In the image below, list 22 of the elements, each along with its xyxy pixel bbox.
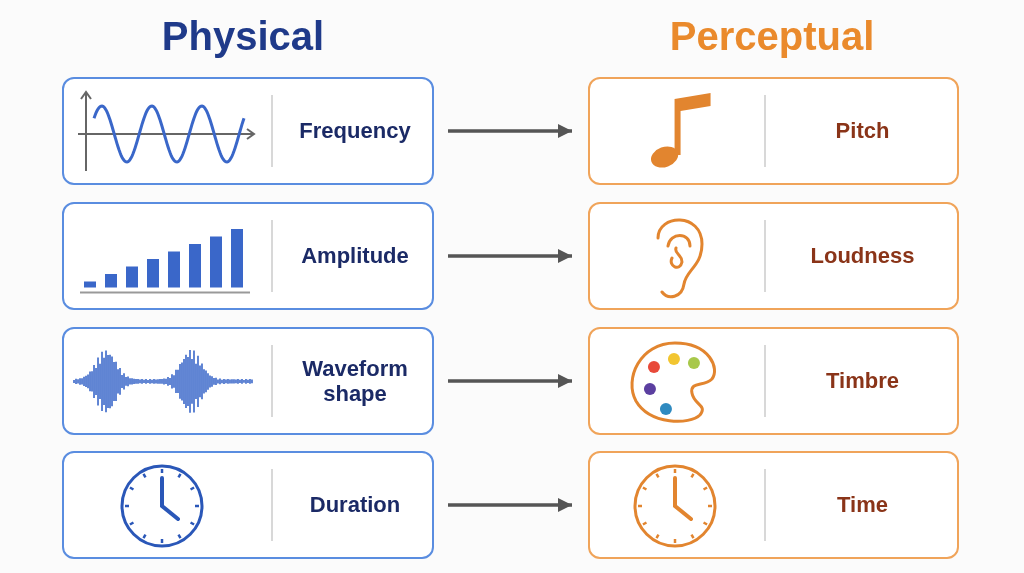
attribute-card [588, 77, 959, 185]
attribute-label: Waveform shape [301, 355, 409, 407]
column-heading: Physical [161, 14, 325, 59]
arrow [448, 249, 572, 263]
attribute-label: Loudness [809, 243, 916, 269]
attribute-label: Time [836, 492, 889, 518]
attribute-label: Pitch [834, 118, 891, 144]
attribute-card [62, 327, 434, 435]
attribute-label: Amplitude [300, 243, 410, 269]
arrow [448, 498, 572, 512]
arrow [448, 374, 572, 388]
attribute-card [588, 202, 959, 310]
attribute-card [62, 202, 434, 310]
column-heading: Perceptual [669, 14, 875, 59]
attribute-card [62, 451, 434, 559]
attribute-card [588, 327, 959, 435]
attribute-label: Duration [308, 492, 402, 518]
attribute-card [62, 77, 434, 185]
attribute-label: Timbre [825, 368, 900, 394]
attribute-label: Frequency [298, 118, 412, 144]
attribute-card [588, 451, 959, 559]
arrow [448, 124, 572, 138]
